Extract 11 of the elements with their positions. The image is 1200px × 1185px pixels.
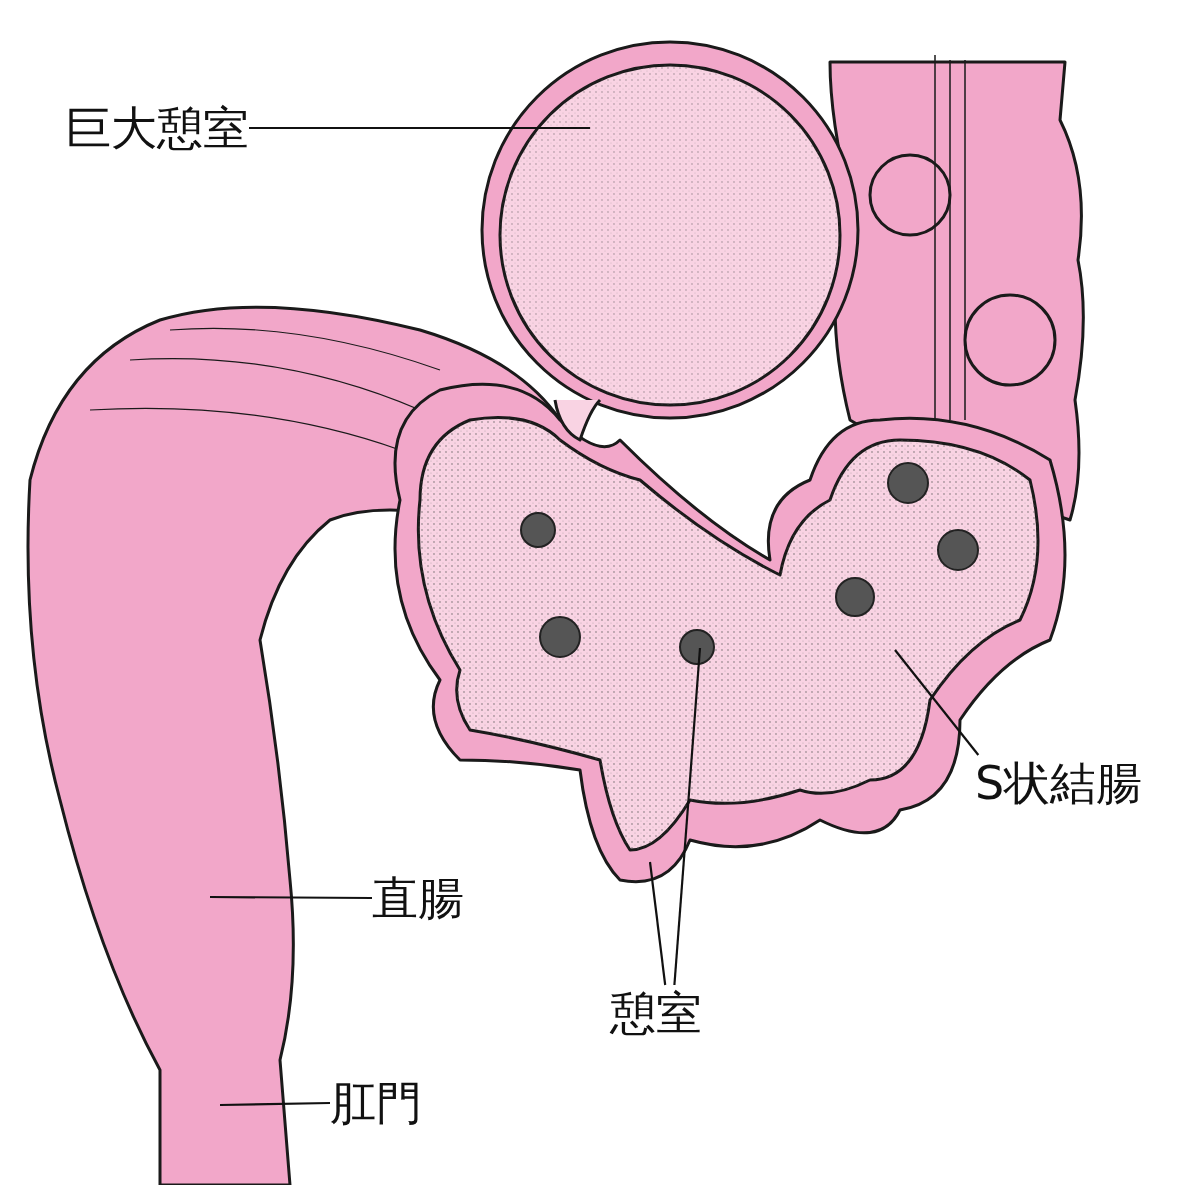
part-label: 直腸 <box>372 870 464 926</box>
leader-line <box>249 126 590 130</box>
leader-line <box>673 647 702 986</box>
leader-line <box>220 1101 330 1107</box>
part-label: S状結腸 <box>975 755 1143 811</box>
part-label: 巨大憩室 <box>65 100 249 156</box>
part-label: 肛門 <box>330 1075 422 1131</box>
leader-line <box>648 861 667 986</box>
part-label: 憩室 <box>610 985 702 1041</box>
leader-line <box>210 895 372 900</box>
leader-line <box>894 649 980 756</box>
